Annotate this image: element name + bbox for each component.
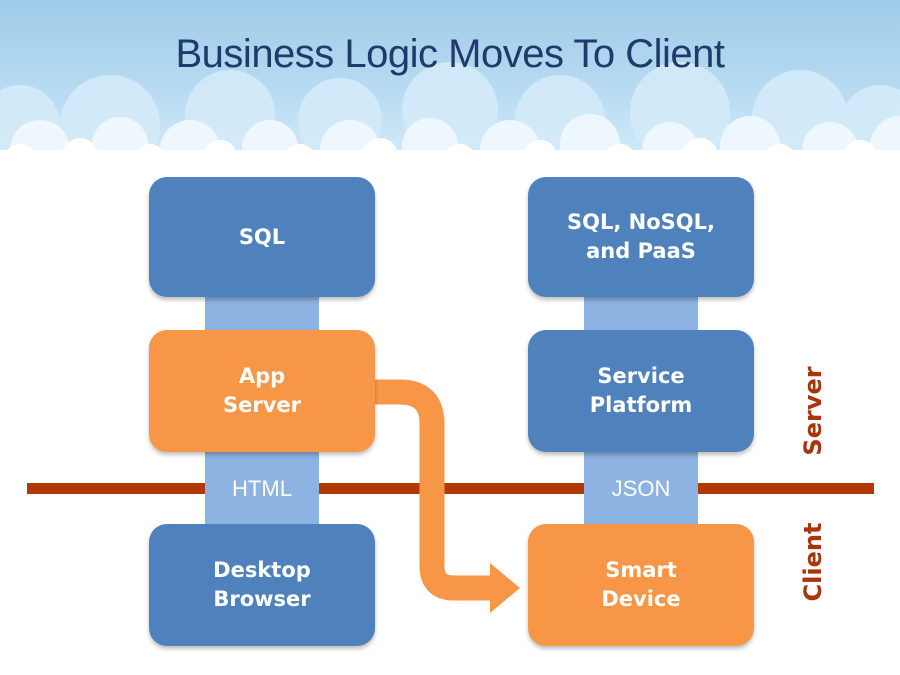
desktop-browser-label: Desktop Browser: [213, 558, 311, 611]
left-connector-html: [205, 450, 319, 530]
html-label: HTML: [232, 476, 292, 501]
slide-title: Business Logic Moves To Client: [175, 32, 725, 76]
sql-nosql-paas-box: SQL, NoSQL, and PaaS: [528, 177, 754, 297]
smart-device-label: Smart Device: [601, 558, 681, 611]
json-label: JSON: [611, 476, 671, 501]
sql-nosql-paas-label: SQL, NoSQL, and PaaS: [567, 210, 715, 263]
service-platform-label: Service Platform: [589, 364, 693, 417]
smart-device-box: Smart Device: [528, 524, 754, 646]
right-connector-json: [584, 450, 698, 530]
server-client-divider: [27, 483, 874, 494]
clouds-decoration: [0, 62, 900, 170]
service-platform-box: Service Platform: [528, 330, 754, 452]
sql-box-label: SQL: [238, 224, 286, 249]
sql-box: SQL: [149, 177, 375, 297]
app-server-box: App Server: [149, 330, 375, 452]
server-side-label: Server: [799, 366, 827, 456]
arrow-head: [490, 563, 520, 613]
right-connector-upper: [584, 295, 698, 335]
desktop-browser-box: Desktop Browser: [149, 524, 375, 646]
client-side-label: Client: [799, 522, 827, 602]
left-connector-upper: [205, 295, 319, 335]
arrow-shaft: [370, 379, 492, 601]
app-server-label: App Server: [222, 364, 301, 417]
